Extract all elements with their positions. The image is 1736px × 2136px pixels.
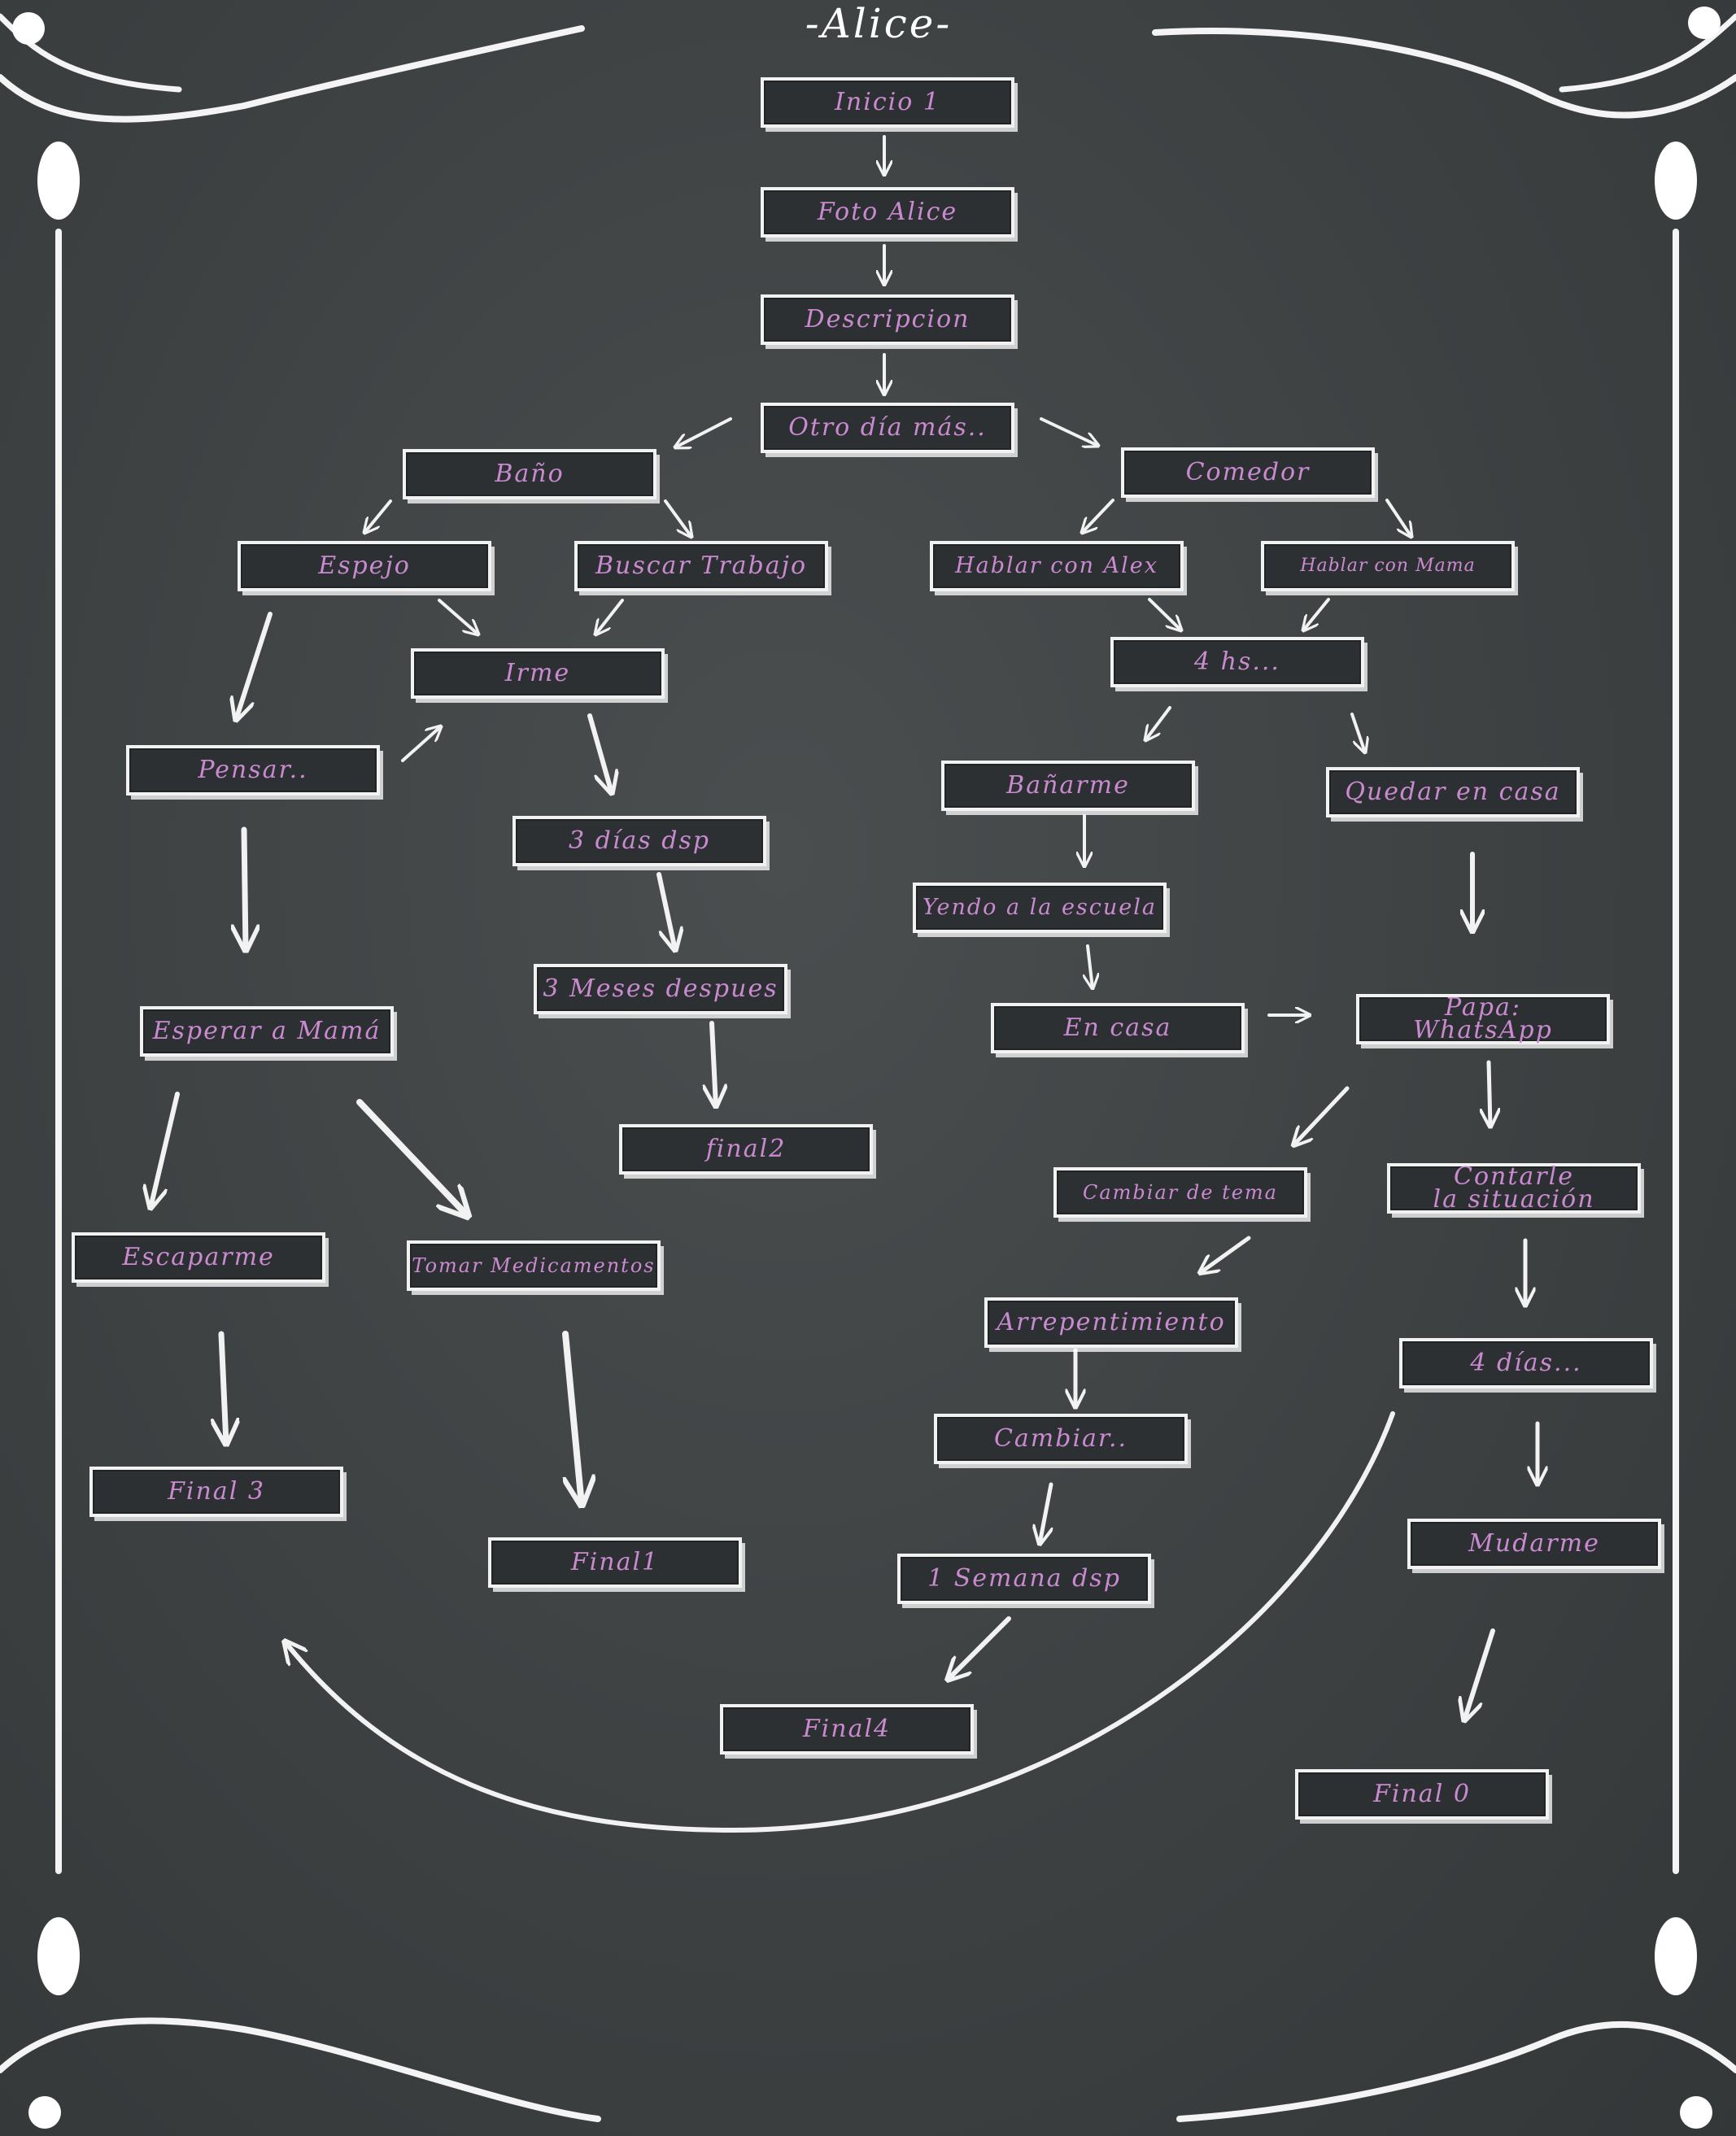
node-cambiar-de-tema: Cambiar de tema — [1053, 1167, 1307, 1218]
arrow — [401, 726, 441, 762]
arrow — [221, 1331, 226, 1444]
node-banarme: Bañarme — [941, 761, 1195, 811]
node-1-semana-dsp: 1 Semana dsp — [897, 1554, 1151, 1604]
node-3-meses: 3 Meses despues — [534, 964, 787, 1014]
node-quedar-en-casa: Quedar en casa — [1326, 767, 1580, 817]
node-yendo-escuela: Yendo a la escuela — [913, 883, 1167, 933]
node-cambiar: Cambiar.. — [934, 1414, 1188, 1464]
node-buscar-trabajo: Buscar Trabajo — [574, 541, 828, 591]
node-papa-whatsapp: Papa: WhatsApp — [1356, 994, 1610, 1044]
arrow — [587, 713, 612, 793]
node-escaparme: Escaparme — [72, 1232, 325, 1283]
arrow — [1489, 1060, 1490, 1127]
page-title: -Alice- — [805, 0, 953, 47]
node-contarle-situacion: Contarle la situación — [1387, 1163, 1641, 1214]
arrow — [675, 417, 732, 447]
arrow — [948, 1616, 1011, 1680]
arrow — [712, 1021, 716, 1106]
arrow — [1082, 499, 1114, 533]
node-final3: Final 3 — [89, 1467, 343, 1517]
node-foto-alice: Foto Alice — [761, 187, 1014, 238]
node-bano: Baño — [403, 449, 656, 499]
node-tomar-medicamentos: Tomar Medicamentos — [407, 1240, 661, 1291]
arrow — [356, 1099, 468, 1216]
arrow — [562, 1331, 582, 1505]
arrow — [1385, 499, 1411, 537]
arrow — [595, 599, 624, 634]
node-final0: Final 0 — [1295, 1769, 1549, 1820]
arrow — [1464, 1628, 1495, 1720]
arrow — [150, 1092, 180, 1208]
node-descripcion: Descripcion — [761, 294, 1014, 345]
node-final2: final2 — [619, 1124, 873, 1175]
arrow — [236, 612, 273, 720]
arrow — [244, 826, 246, 950]
node-hablar-alex: Hablar con Alex — [930, 541, 1184, 591]
node-4-hs: 4 hs... — [1110, 637, 1364, 687]
arrow — [1293, 1086, 1350, 1145]
arrow — [364, 499, 392, 533]
node-3-dias-dsp: 3 días dsp — [513, 816, 766, 866]
node-arrepentimiento: Arrepentimiento — [984, 1297, 1238, 1348]
node-4-dias: 4 días... — [1399, 1338, 1653, 1388]
arrow — [1350, 713, 1365, 752]
arrow-curve — [285, 1411, 1395, 1833]
arrow — [664, 499, 691, 537]
arrow — [1088, 944, 1093, 988]
arrow — [438, 599, 478, 634]
arrow — [656, 872, 675, 950]
arrow — [1148, 598, 1181, 630]
node-en-casa: En casa — [991, 1003, 1245, 1053]
node-hablar-mama: Hablar con Mama — [1261, 541, 1515, 591]
node-final1: Final1 — [488, 1537, 742, 1588]
node-mudarme: Mudarme — [1407, 1519, 1661, 1569]
node-otro-dia: Otro día más.. — [761, 403, 1014, 453]
node-irme: Irme — [411, 648, 665, 699]
arrow — [1040, 417, 1098, 446]
node-pensar: Pensar.. — [126, 745, 380, 796]
arrow — [1040, 1482, 1051, 1544]
arrow — [1200, 1236, 1251, 1273]
node-espejo: Espejo — [238, 541, 491, 591]
node-comedor: Comedor — [1121, 447, 1375, 498]
arrow — [1145, 706, 1171, 740]
arrow — [1303, 598, 1330, 630]
node-inicio-1: Inicio 1 — [761, 77, 1014, 128]
node-esperar-mama: Esperar a Mamá — [140, 1006, 394, 1057]
node-final4: Final4 — [720, 1704, 974, 1755]
